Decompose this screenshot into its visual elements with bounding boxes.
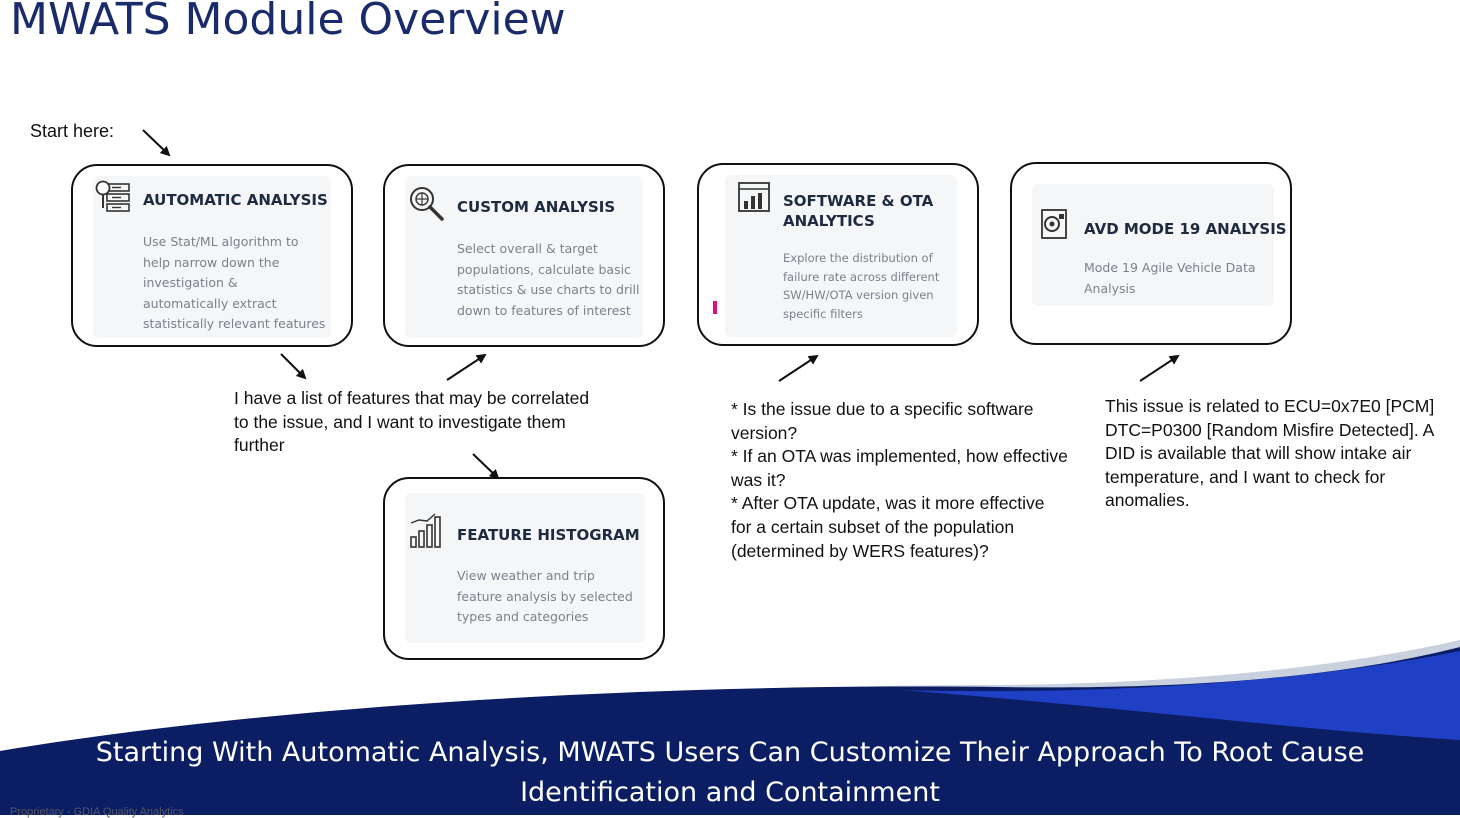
card-custom-analysis[interactable]: CUSTOM ANALYSIS Select overall & target …	[383, 164, 665, 347]
start-here-label: Start here:	[30, 121, 115, 141]
cursor-marker	[713, 301, 717, 314]
note-avd-issue: This issue is related to ECU=0x7E0 [PCM]…	[1105, 396, 1435, 511]
card-title: CUSTOM ANALYSIS	[457, 198, 616, 216]
card-feature-histogram[interactable]: FEATURE HISTOGRAM View weather and trip …	[383, 477, 665, 660]
card-description: Use Stat/ML algorithm to help narrow dow…	[143, 234, 326, 331]
gear-document-icon	[1041, 209, 1067, 239]
footer-headline-line2: Identification and Containment	[520, 777, 940, 808]
histogram-icon	[410, 513, 441, 548]
card-content-panel	[405, 176, 643, 338]
card-description: Mode 19 Agile Vehicle Data Analysis	[1084, 260, 1256, 296]
arrow-icon	[1139, 354, 1180, 382]
card-avd-mode19-analysis[interactable]: AVD MODE 19 ANALYSIS Mode 19 Agile Vehic…	[1010, 162, 1292, 345]
note-software-questions: * Is the issue due to a specific softwar…	[731, 399, 1068, 561]
proprietary-label: Proprietary - GDIA Quality Analytics	[10, 806, 184, 818]
card-description: View weather and trip feature analysis b…	[457, 568, 633, 624]
card-automatic-analysis[interactable]: AUTOMATIC ANALYSIS Use Stat/ML algorithm…	[71, 164, 353, 347]
footer-headline-line1: Starting With Automatic Analysis, MWATS …	[95, 737, 1365, 768]
card-content-panel	[725, 175, 957, 337]
note-features-correlated: I have a list of features that may be co…	[234, 388, 590, 456]
card-title: SOFTWARE & OTA ANALYTICS	[783, 192, 934, 230]
arrow-icon	[142, 129, 171, 157]
arrow-icon	[778, 354, 819, 382]
card-content-panel	[93, 176, 331, 338]
card-software-ota-analytics[interactable]: SOFTWARE & OTA ANALYTICS Explore the dis…	[697, 163, 979, 346]
page-title: MWATS Module Overview	[10, 0, 566, 45]
server-search-icon	[95, 180, 130, 212]
bar-chart-report-icon	[738, 182, 770, 212]
card-description: Explore the distribution of failure rate…	[783, 251, 940, 322]
card-title: AUTOMATIC ANALYSIS	[143, 191, 328, 209]
footer-wave	[0, 640, 1460, 815]
arrow-icon	[280, 353, 307, 380]
magnifier-globe-icon	[410, 187, 444, 221]
card-title: FEATURE HISTOGRAM	[457, 526, 640, 544]
card-title: AVD MODE 19 ANALYSIS	[1084, 220, 1287, 238]
arrow-icon	[446, 353, 487, 381]
card-content-panel	[1032, 184, 1274, 306]
card-description: Select overall & target populations, cal…	[457, 241, 640, 318]
card-content-panel	[405, 493, 645, 643]
